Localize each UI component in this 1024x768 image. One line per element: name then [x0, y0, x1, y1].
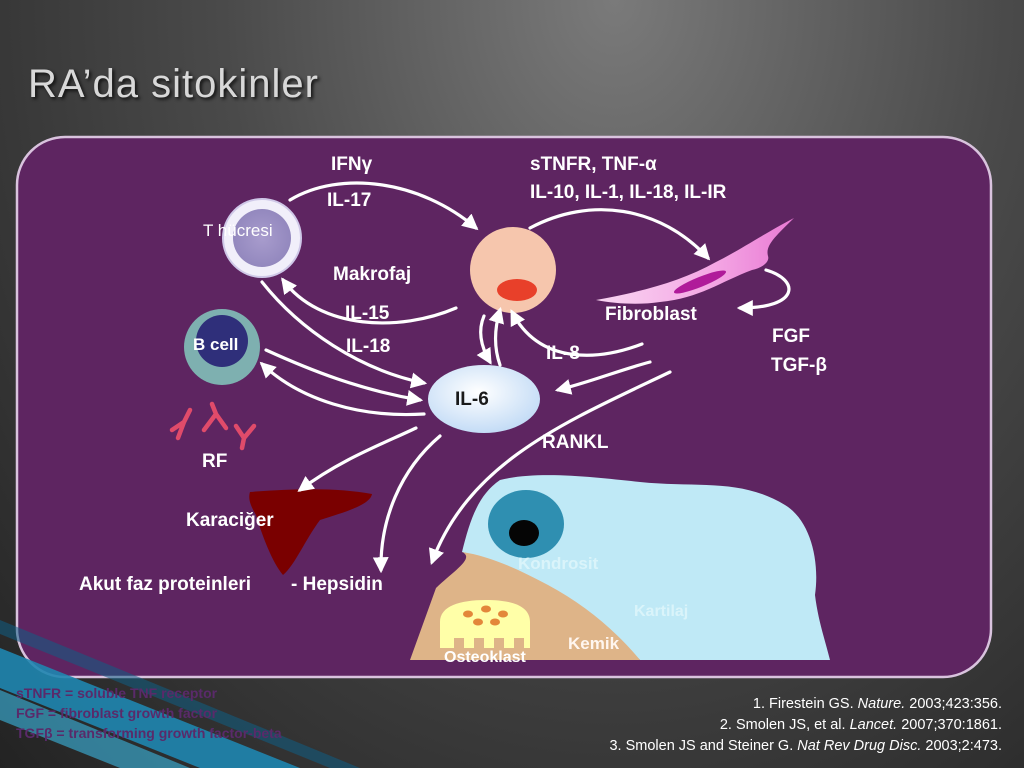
- arrow-macrophage-to-il6: [476, 314, 492, 365]
- ifn-gamma-label: IFNγ: [331, 154, 373, 175]
- arrow-macrophage-to-tcell: [281, 277, 458, 325]
- fibroblast-label: Fibroblast: [605, 304, 697, 325]
- acute-phase-label: Akut faz proteinleri: [79, 574, 252, 595]
- cartilage-label: Kartilaj: [634, 603, 689, 620]
- arrow-fibroblast-to-il6: [554, 360, 652, 395]
- reference-1-authors: 1. Firestein GS.: [752, 696, 858, 712]
- il17-label: IL-17: [327, 190, 372, 211]
- liver-shape: [249, 489, 372, 575]
- arrow-il6-to-liver: [297, 426, 418, 492]
- chondrocyte-label: Kondrosit: [518, 554, 599, 573]
- fgf-label: FGF: [772, 326, 810, 347]
- reference-3-authors: 3. Smolen JS and Steiner G.: [609, 738, 798, 754]
- reference-1-citation: 2003;423:356.: [905, 696, 1002, 712]
- hepcidin-label: - Hepsidin: [291, 574, 383, 595]
- macrophage-nucleus: [497, 279, 537, 301]
- arrow-il6-to-acute-phase: [372, 434, 442, 574]
- arrow-il6-to-macrophage: [488, 306, 504, 367]
- t-cell-label: T hücresi: [203, 221, 273, 240]
- il8-label: IL-8: [546, 343, 580, 364]
- reference-2-citation: 2007;370:1861.: [897, 717, 1002, 733]
- legend-fgf: FGF = fibroblast growth factor: [16, 705, 218, 721]
- tnf-label-line2: IL-10, IL-1, IL-18, IL-IR: [530, 182, 727, 203]
- arrow-tcell-to-macrophage: [288, 181, 479, 231]
- arrow-macrophage-to-fibroblast: [528, 208, 711, 261]
- slide-title: RA’da sitokinler: [28, 62, 319, 106]
- legend-stnfr: sTNFR = soluble TNF receptor: [16, 685, 218, 701]
- macrophage-label: Makrofaj: [333, 264, 412, 285]
- reference-2: 2. Smolen JS, et al. Lancet. 2007;370:18…: [720, 717, 1002, 733]
- rankl-label: RANKL: [542, 432, 609, 453]
- rf-antibody-icon: [169, 401, 257, 451]
- tnf-label-line1: sTNFR, TNF-α: [530, 154, 657, 175]
- reference-1: 1. Firestein GS. Nature. 2003;423:356.: [753, 696, 1002, 712]
- legend-tgfb: TGFβ = transforming growth factor-beta: [16, 725, 282, 741]
- reference-2-journal: Lancet.: [849, 717, 898, 733]
- tgf-beta-label: TGF-β: [771, 355, 827, 376]
- corner-decoration: [0, 620, 360, 768]
- arrow-fibroblast-loop: [736, 268, 791, 316]
- arrow-fibroblast-to-macrophage: [510, 309, 644, 357]
- liver-label: Karaciğer: [186, 510, 274, 531]
- chondrocyte-nucleus: [509, 520, 539, 546]
- osteoclast-cell: [440, 600, 530, 648]
- arrow-tcell-to-il6: [260, 280, 428, 389]
- reference-3: 3. Smolen JS and Steiner G. Nat Rev Drug…: [609, 738, 1002, 754]
- bone-label: Kemik: [568, 634, 620, 653]
- arrow-fibroblast-to-bone: [428, 370, 672, 565]
- il6-node: [428, 365, 540, 433]
- il15-label: IL-15: [345, 303, 390, 324]
- b-cell-label: B cell: [193, 335, 239, 354]
- arrow-bcell-to-il6: [264, 348, 424, 406]
- reference-3-journal: Nat Rev Drug Disc.: [797, 738, 922, 754]
- arrow-il6-to-bcell: [259, 361, 426, 417]
- osteoclast-label: Osteoklast: [444, 649, 526, 666]
- reference-1-journal: Nature.: [857, 696, 906, 712]
- il18-label: IL-18: [346, 336, 391, 357]
- reference-3-citation: 2003;2:473.: [921, 738, 1002, 754]
- il6-label: IL-6: [455, 389, 489, 410]
- reference-2-authors: 2. Smolen JS, et al.: [719, 717, 850, 733]
- rf-label: RF: [202, 451, 228, 472]
